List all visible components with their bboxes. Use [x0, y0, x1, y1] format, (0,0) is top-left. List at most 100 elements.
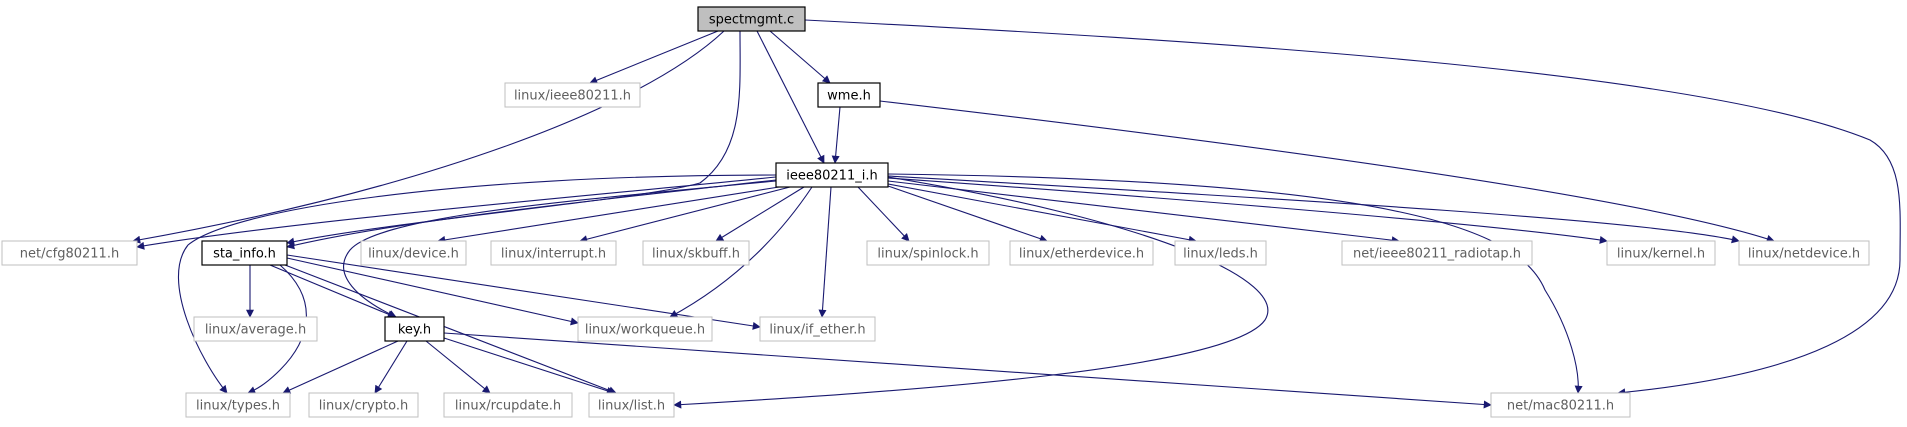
node-box	[185, 392, 291, 418]
edge-spectmgmt-c-to-wme-h	[769, 30, 831, 84]
edge-ieee80211-i-h-to-linux-etherdevice-h	[887, 185, 1048, 243]
node-linux-ieee80211-h: linux/ieee80211.h	[504, 82, 641, 108]
node-label: linux/workqueue.h	[585, 323, 705, 338]
node-linux-types-h: linux/types.h	[185, 392, 291, 418]
node-label: linux/leds.h	[1183, 247, 1258, 262]
node-box	[1174, 240, 1267, 266]
edge-ieee80211-i-h-to-linux-skbuff-h	[715, 186, 805, 242]
node-label: linux/device.h	[368, 247, 459, 262]
node-linux-average-h: linux/average.h	[193, 316, 318, 342]
edge-key-h-to-net-mac80211-h	[443, 332, 1492, 409]
edge-sta-info-h-to-linux-if-ether-h	[286, 254, 761, 330]
node-box	[1009, 240, 1154, 266]
node-label: linux/skbuff.h	[652, 247, 740, 262]
edge-layer	[132, 19, 1901, 409]
edge-wme-h-to-ieee80211-i-h	[831, 106, 841, 164]
node-box	[1606, 240, 1716, 266]
node-label: linux/netdevice.h	[1748, 247, 1860, 262]
node-label: linux/list.h	[598, 399, 665, 414]
edge-spectmgmt-c-to-sta-info-h	[286, 30, 741, 246]
node-label: linux/spinlock.h	[877, 247, 978, 262]
node-label: linux/kernel.h	[1617, 247, 1705, 262]
edge-sta-info-h-to-linux-workqueue-h	[286, 257, 579, 326]
node-label: net/mac80211.h	[1507, 399, 1614, 414]
node-label: linux/interrupt.h	[501, 247, 606, 262]
node-box	[360, 240, 467, 266]
edge-ieee80211-i-h-to-net-cfg80211-h	[136, 176, 777, 250]
node-box	[1341, 240, 1533, 266]
node-box	[193, 316, 318, 342]
node-linux-kernel-h: linux/kernel.h	[1606, 240, 1716, 266]
edge-ieee80211-i-h-to-linux-interrupt-h	[579, 186, 791, 244]
edge-wme-h-to-linux-netdevice-h	[879, 100, 1775, 243]
node-box	[759, 316, 876, 342]
node-label: wme.h	[827, 89, 871, 104]
node-wme-h[interactable]: wme.h	[817, 82, 881, 108]
node-net-mac80211-h: net/mac80211.h	[1490, 392, 1631, 418]
node-box	[866, 240, 990, 266]
node-box	[490, 240, 617, 266]
edge-ieee80211-i-h-to-linux-list-h	[673, 176, 1269, 409]
node-label: net/ieee80211_radiotap.h	[1353, 247, 1521, 262]
edge-ieee80211-i-h-to-linux-leds-h	[887, 183, 1197, 244]
node-box	[577, 316, 713, 342]
edge-ieee80211-i-h-to-linux-netdevice-h	[887, 175, 1740, 244]
edge-ieee80211-i-h-to-sta-info-h	[286, 179, 777, 250]
edge-spectmgmt-c-to-ieee80211-i-h	[756, 30, 825, 164]
node-label: linux/ieee80211.h	[514, 89, 631, 104]
node-ieee80211-i-h[interactable]: ieee80211_i.h	[775, 162, 889, 188]
node-label: sta_info.h	[213, 247, 276, 262]
node-linux-skbuff-h: linux/skbuff.h	[642, 240, 750, 266]
node-box	[817, 82, 881, 108]
node-linux-etherdevice-h: linux/etherdevice.h	[1009, 240, 1154, 266]
edge-spectmgmt-c-to-net-cfg80211-h	[132, 30, 725, 244]
node-box	[504, 82, 641, 108]
node-box	[201, 240, 288, 266]
edge-key-h-to-linux-rcupdate-h	[425, 340, 491, 394]
node-box	[697, 6, 806, 32]
node-linux-spinlock-h: linux/spinlock.h	[866, 240, 990, 266]
node-net-ieee80211-radiotap-h: net/ieee80211_radiotap.h	[1341, 240, 1533, 266]
node-box	[1490, 392, 1631, 418]
node-spectmgmt-c[interactable]: spectmgmt.c	[697, 6, 806, 32]
edge-ieee80211-i-h-to-net-ieee80211-radiotap-h	[887, 180, 1400, 245]
node-label: ieee80211_i.h	[786, 169, 877, 184]
edge-key-h-to-linux-crypto-h	[374, 340, 408, 394]
edge-ieee80211-i-h-to-linux-device-h	[437, 186, 780, 244]
edge-key-h-to-linux-list-h	[443, 337, 615, 395]
node-key-h[interactable]: key.h	[384, 316, 445, 342]
node-linux-device-h: linux/device.h	[360, 240, 467, 266]
node-label: linux/types.h	[196, 399, 280, 414]
node-box	[443, 392, 573, 418]
edge-ieee80211-i-h-to-linux-types-h	[178, 174, 777, 394]
node-linux-workqueue-h: linux/workqueue.h	[577, 316, 713, 342]
node-box	[775, 162, 889, 188]
node-label: linux/average.h	[205, 323, 306, 338]
edge-spectmgmt-c-to-net-mac80211-h	[804, 19, 1901, 397]
node-box	[384, 316, 445, 342]
node-label: linux/etherdevice.h	[1019, 247, 1144, 262]
node-label: linux/crypto.h	[319, 399, 408, 414]
node-label: linux/if_ether.h	[769, 323, 865, 338]
edge-sta-info-h-to-linux-list-h	[284, 264, 617, 395]
node-box	[588, 392, 675, 418]
node-label: net/cfg80211.h	[20, 247, 119, 262]
node-label: key.h	[398, 323, 431, 338]
edge-key-h-to-linux-types-h	[282, 340, 399, 394]
edge-ieee80211-i-h-to-linux-spinlock-h	[857, 186, 910, 242]
edge-ieee80211-i-h-to-key-h	[343, 180, 777, 318]
edge-sta-info-h-to-linux-types-h	[247, 264, 307, 394]
edge-sta-info-h-to-key-h	[269, 264, 396, 318]
node-sta-info-h[interactable]: sta_info.h	[201, 240, 288, 266]
node-layer: spectmgmt.c linux/ieee80211.h wme.h ieee802…	[1, 6, 1870, 418]
node-linux-crypto-h: linux/crypto.h	[308, 392, 419, 418]
node-box	[642, 240, 750, 266]
node-label: linux/rcupdate.h	[455, 399, 561, 414]
edge-ieee80211-i-h-to-linux-if-ether-h	[818, 186, 832, 318]
node-linux-if-ether-h: linux/if_ether.h	[759, 316, 876, 342]
node-box	[1, 240, 138, 266]
edge-ieee80211-i-h-to-net-mac80211-h	[887, 173, 1583, 394]
edge-spectmgmt-c-to-linux-ieee80211-h	[589, 30, 719, 84]
edge-ieee80211-i-h-to-linux-kernel-h	[887, 177, 1608, 244]
